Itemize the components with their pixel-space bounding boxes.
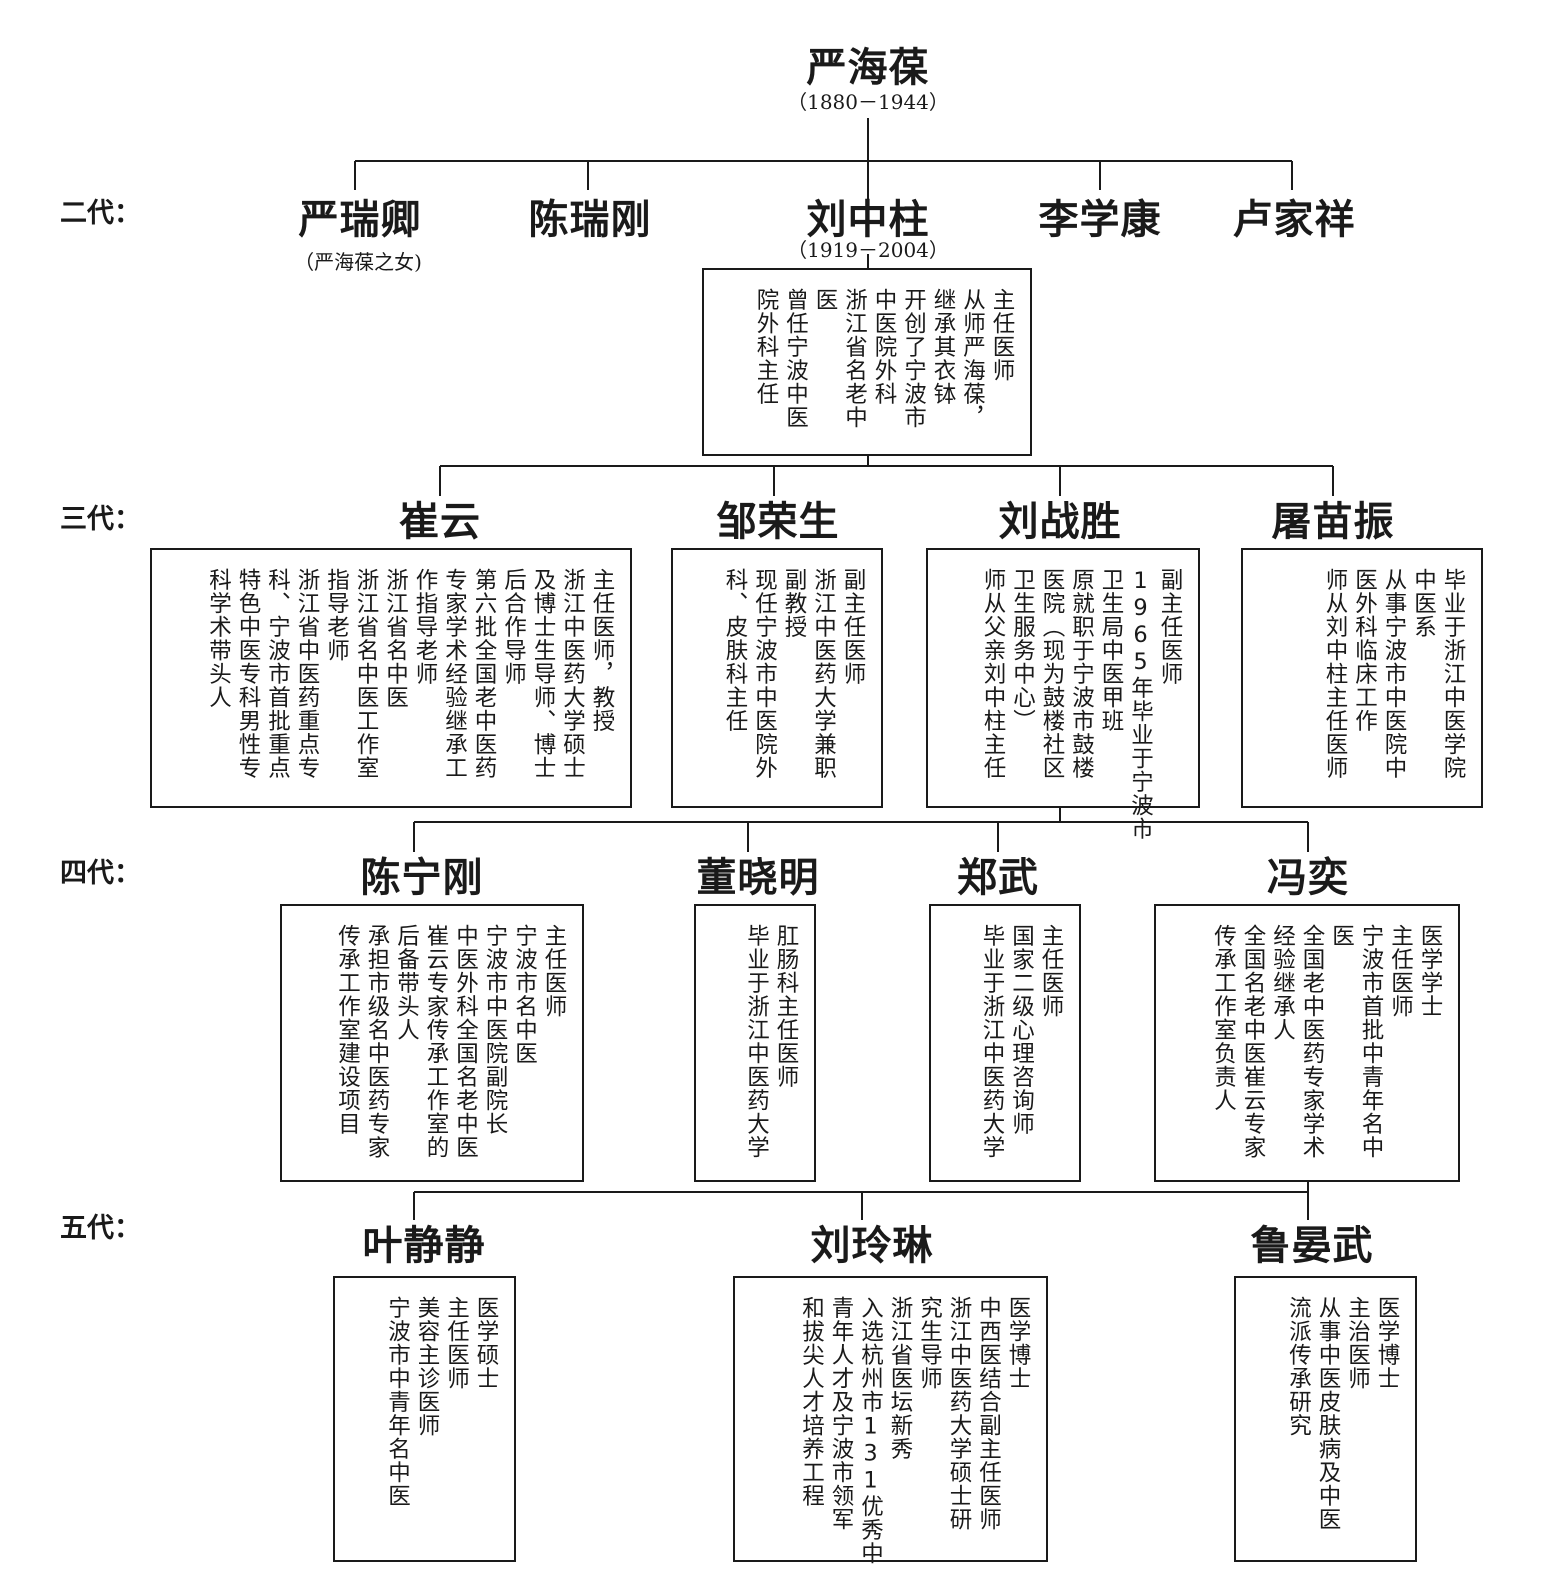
gen4-name-3: 郑武 xyxy=(957,855,1039,901)
gen5-bio-box-2: 医学博士 中西医结合副主任医师 浙江中医药大学硕士研 究生导师 浙江省医坛新秀 … xyxy=(733,1276,1048,1565)
gen4-bio-3: 主任医师 国家二级心理咨询师 毕业于浙江中医药大学 xyxy=(979,924,1064,1159)
gen3-name-4: 屠苗振 xyxy=(1271,499,1395,545)
generation-label-5: 五代： xyxy=(60,1213,141,1244)
gen2-name-2: 陈瑞刚 xyxy=(528,197,652,243)
gen2-name-3: 刘中柱 xyxy=(806,197,930,243)
gen3-bio-box-1: 主任医师，教授 浙江中医药大学硕士 及博士生导师、博士 后合作导师 第六批全国老… xyxy=(150,548,632,808)
gen2-note-1: （严海葆之女) xyxy=(294,250,422,274)
gen5-bio-box-1: 医学硕士 主任医师 美容主诊医师 宁波市中青年名中医 xyxy=(333,1276,516,1562)
gen2-name-1: 严瑞卿 xyxy=(298,197,422,243)
gen3-bio-1: 主任医师，教授 浙江中医药大学硕士 及博士生导师、博士 后合作导师 第六批全国老… xyxy=(205,568,616,780)
gen5-bio-2: 医学博士 中西医结合副主任医师 浙江中医药大学硕士研 究生导师 浙江省医坛新秀 … xyxy=(798,1296,1032,1565)
gen3-name-1: 崔云 xyxy=(399,499,481,545)
gen5-bio-1: 医学硕士 主任医师 美容主诊医师 宁波市中青年名中医 xyxy=(384,1296,500,1508)
gen5-bio-3: 医学博士 主治医师 从事中医皮肤病及中医 流派传承研究 xyxy=(1285,1296,1401,1531)
gen5-bio-box-3: 医学博士 主治医师 从事中医皮肤病及中医 流派传承研究 xyxy=(1234,1276,1417,1562)
gen4-bio-1: 主任医师 宁波市名中医 宁波市中医院副院长 中医外科全国名老中医 崔云专家传承工… xyxy=(334,924,568,1159)
gen3-name-3: 刘战胜 xyxy=(998,499,1122,545)
gen5-name-1: 叶静静 xyxy=(362,1223,486,1269)
generation-label-3: 三代： xyxy=(60,504,141,535)
gen2-name-5: 卢家祥 xyxy=(1232,197,1356,243)
root-dates: （1880－1944） xyxy=(787,90,949,114)
generation-label-4: 四代： xyxy=(60,858,141,889)
gen4-bio-box-4: 医学学士 主任医师 宁波市首批中青年名中 医 全国老中医药专家学术 经验继承人 … xyxy=(1154,904,1460,1182)
root-name: 严海葆 xyxy=(806,45,930,91)
gen4-name-2: 董晓明 xyxy=(696,855,820,901)
gen2-name-4: 李学康 xyxy=(1038,197,1162,243)
gen2-bio-3: 主任医师 从师严海葆， 继承其衣钵 开创了宁波市 中医院外科 浙江省名老中 医 … xyxy=(753,288,1015,429)
gen2-bio-box-3: 主任医师 从师严海葆， 继承其衣钵 开创了宁波市 中医院外科 浙江省名老中 医 … xyxy=(702,268,1032,456)
gen5-name-2: 刘玲琳 xyxy=(810,1223,934,1269)
gen4-bio-box-3: 主任医师 国家二级心理咨询师 毕业于浙江中医药大学 xyxy=(929,904,1081,1182)
gen2-dates-3: （1919－2004） xyxy=(787,238,949,262)
gen4-bio-2: 肛肠科主任医师 毕业于浙江中医药大学 xyxy=(743,924,800,1159)
gen3-bio-4: 毕业于浙江中医学院 中医系 从事宁波市中医院中 医外科临床工作 师从刘中柱主任医… xyxy=(1322,568,1466,780)
gen5-name-3: 鲁晏武 xyxy=(1250,1223,1374,1269)
gen4-bio-4: 医学学士 主任医师 宁波市首批中青年名中 医 全国老中医药专家学术 经验继承人 … xyxy=(1210,924,1444,1159)
gen3-bio-box-3: 副主任医师 1965年毕业于宁波市 卫生局中医甲班 原就职于宁波市鼓楼 医院（现… xyxy=(926,548,1200,841)
gen3-bio-box-2: 副主任医师 浙江中医药大学兼职 副教授 现任宁波市中医院外 科、皮肤科主任 xyxy=(671,548,883,808)
gen4-bio-box-2: 肛肠科主任医师 毕业于浙江中医药大学 xyxy=(694,904,816,1182)
gen3-bio-3: 副主任医师 1965年毕业于宁波市 卫生局中医甲班 原就职于宁波市鼓楼 医院（现… xyxy=(980,568,1183,841)
gen3-bio-2: 副主任医师 浙江中医药大学兼职 副教授 现任宁波市中医院外 科、皮肤科主任 xyxy=(722,568,866,780)
generation-label-2: 二代： xyxy=(60,198,141,229)
gen4-bio-box-1: 主任医师 宁波市名中医 宁波市中医院副院长 中医外科全国名老中医 崔云专家传承工… xyxy=(280,904,584,1182)
gen4-name-4: 冯奕 xyxy=(1267,855,1349,901)
gen3-name-2: 邹荣生 xyxy=(716,499,840,545)
gen4-name-1: 陈宁刚 xyxy=(360,855,484,901)
gen3-bio-box-4: 毕业于浙江中医学院 中医系 从事宁波市中医院中 医外科临床工作 师从刘中柱主任医… xyxy=(1241,548,1483,808)
